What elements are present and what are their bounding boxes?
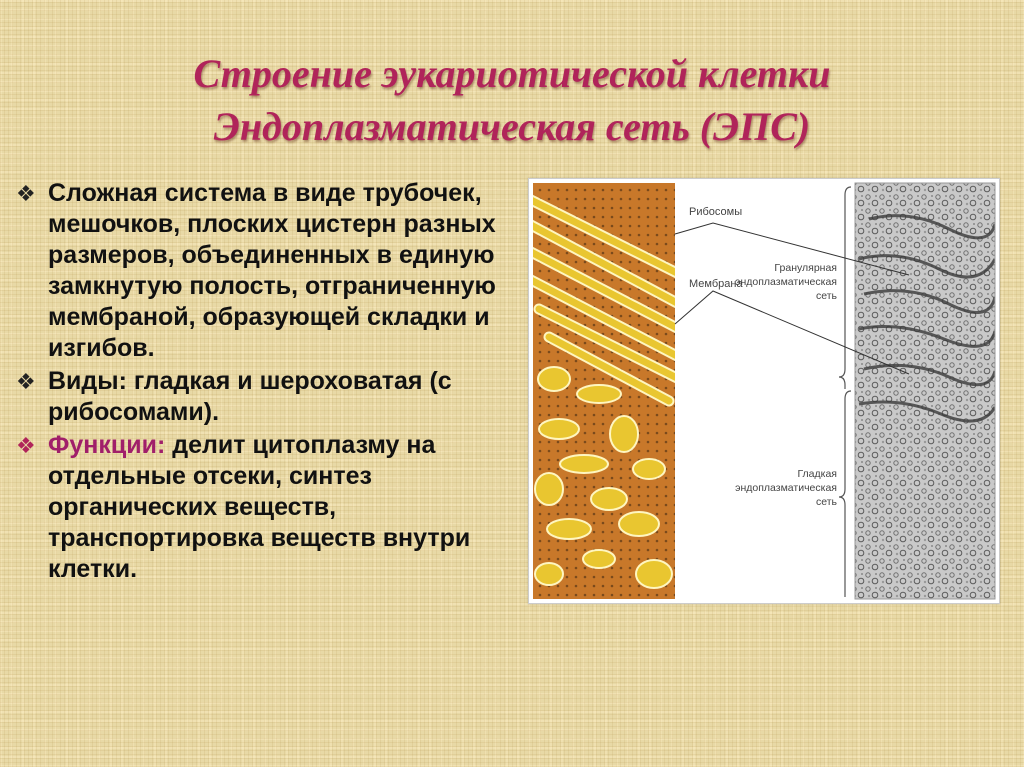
bullet-text-types: Виды: гладкая и шероховатая (с рибосомам… <box>48 367 452 426</box>
er-diagram-svg: Рибосомы Мембрана Гранулярная эндоплазма… <box>533 182 996 600</box>
label-smooth-2: эндоплазматическая <box>735 482 837 494</box>
label-granular-3: сеть <box>816 290 838 302</box>
er-micrograph <box>855 183 995 599</box>
bullet-item-types: ❖ Виды: гладкая и шероховатая (с рибосом… <box>14 366 514 428</box>
pointer-lines <box>674 222 910 375</box>
smooth-bracket <box>838 390 852 597</box>
functions-label: Функции: <box>48 431 166 459</box>
granular-bracket <box>838 186 852 389</box>
er-illustration: Рибосомы Мембрана Гранулярная эндоплазма… <box>528 178 1000 604</box>
label-granular-2: эндоплазматическая <box>735 276 837 288</box>
er-3d-drawing <box>533 183 675 599</box>
label-smooth-3: сеть <box>816 496 838 508</box>
diamond-bullet-icon: ❖ <box>16 181 36 206</box>
diamond-bullet-icon: ❖ <box>16 433 36 458</box>
diamond-bullet-icon: ❖ <box>16 369 36 394</box>
functions-text: делит цитоплазму на отдельные отсеки, си… <box>48 431 471 583</box>
label-ribosomes: Рибосомы <box>689 206 742 218</box>
label-granular-1: Гранулярная <box>774 262 837 274</box>
label-smooth-1: Гладкая <box>797 468 837 480</box>
bullet-list: ❖ Сложная система в виде трубочек, мешоч… <box>14 178 514 587</box>
slide-title: Строение эукариотической клетки <box>193 51 831 96</box>
bullet-item-functions: ❖ Функции: делит цитоплазму на отдельные… <box>14 430 514 585</box>
slide-subtitle: Эндоплазматическая сеть (ЭПС) <box>213 104 811 149</box>
bullet-item-structure: ❖ Сложная система в виде трубочек, мешоч… <box>14 178 514 364</box>
bullet-text-structure: Сложная система в виде трубочек, мешочко… <box>48 179 496 362</box>
bullet-text-functions: Функции: делит цитоплазму на отдельные о… <box>48 430 514 585</box>
label-membrane: Мембрана <box>689 278 743 290</box>
